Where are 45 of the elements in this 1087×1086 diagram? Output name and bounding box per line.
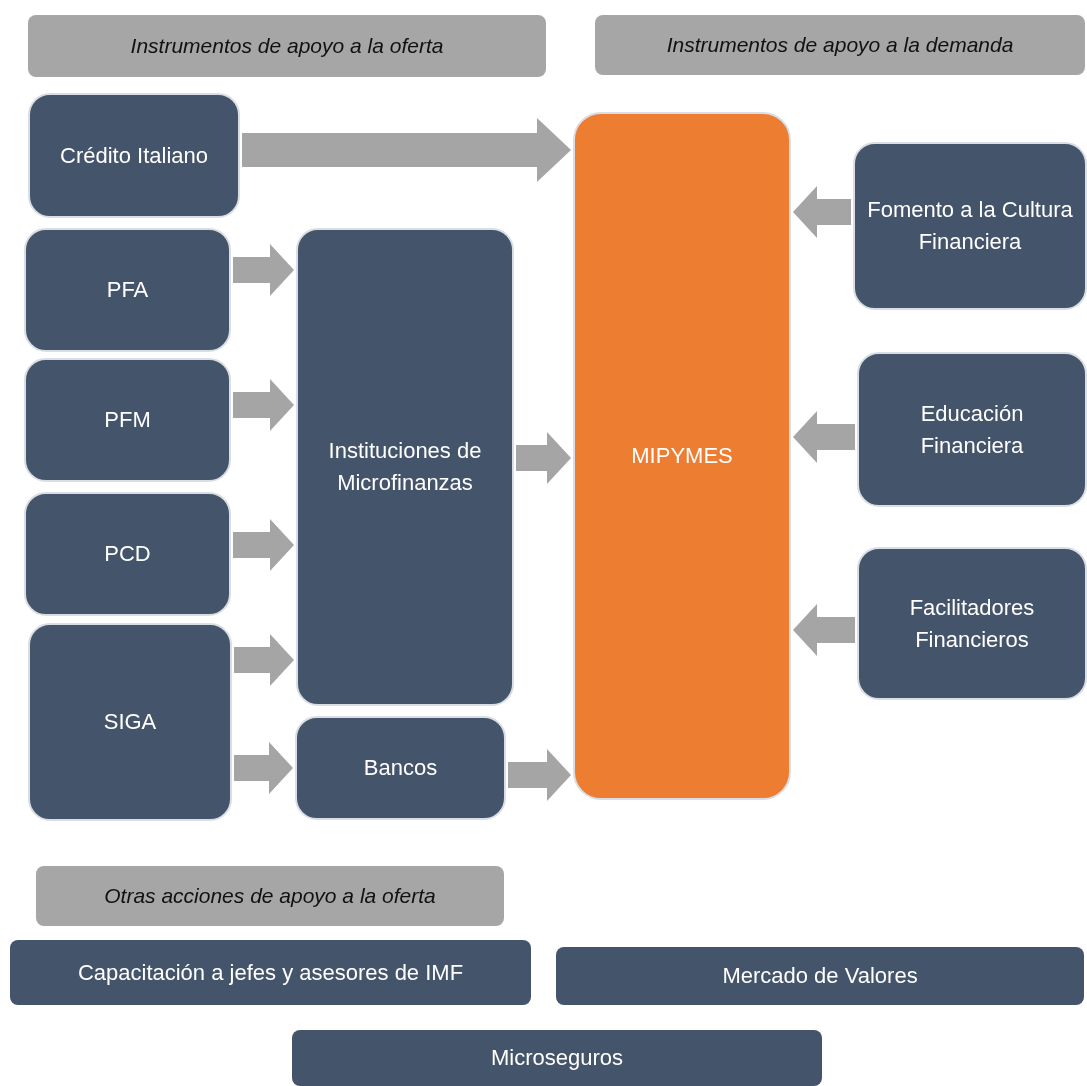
block-arrow — [793, 411, 855, 463]
program-box — [28, 93, 240, 218]
node-label: SIGA — [103, 708, 157, 737]
block-arrow — [508, 749, 571, 801]
program-box — [24, 492, 231, 616]
node-label: Bancos — [363, 754, 438, 783]
program-box — [857, 547, 1087, 700]
node-label: Educación Financiera — [919, 399, 1025, 460]
node-label: Otras acciones de apoyo a la oferta — [104, 882, 436, 909]
action-box — [292, 1030, 822, 1086]
block-arrow — [233, 519, 294, 571]
block-arrow — [793, 604, 855, 656]
program-box — [295, 716, 506, 820]
node-label: MIPYMES — [631, 442, 733, 471]
block-arrow — [242, 118, 571, 182]
program-box — [857, 352, 1087, 507]
node-label: PFA — [106, 276, 149, 305]
program-box — [853, 142, 1087, 310]
node-label: Facilitadores Financieros — [908, 593, 1036, 654]
target-box — [573, 112, 791, 800]
node-label: Mercado de Valores — [722, 962, 918, 991]
program-box — [296, 228, 514, 706]
node-label: Microseguros — [490, 1044, 623, 1073]
node-label: Fomento a la Cultura Financiera — [866, 196, 1074, 256]
block-arrow — [233, 244, 294, 296]
node-label: Instrumentos de apoyo a la demanda — [666, 31, 1014, 58]
program-box — [28, 623, 232, 821]
block-arrow — [234, 634, 294, 686]
node-label: PCD — [104, 540, 151, 569]
program-box — [24, 358, 231, 482]
block-arrow — [233, 379, 294, 431]
section-header — [28, 15, 546, 77]
node-label: PFM — [104, 406, 151, 435]
node-label: Instituciones de Microfinanzas — [327, 437, 483, 497]
block-arrow — [234, 742, 293, 794]
action-box — [10, 940, 531, 1005]
node-label: Crédito Italiano — [60, 141, 208, 170]
program-box — [24, 228, 231, 352]
node-label: Instrumentos de apoyo a la oferta — [130, 32, 444, 59]
node-label: Capacitación a jefes y asesores de IMF — [77, 958, 464, 987]
action-box — [556, 947, 1084, 1005]
block-arrow — [516, 432, 571, 484]
section-header — [595, 15, 1085, 75]
section-header — [36, 866, 504, 926]
block-arrow — [793, 186, 851, 238]
